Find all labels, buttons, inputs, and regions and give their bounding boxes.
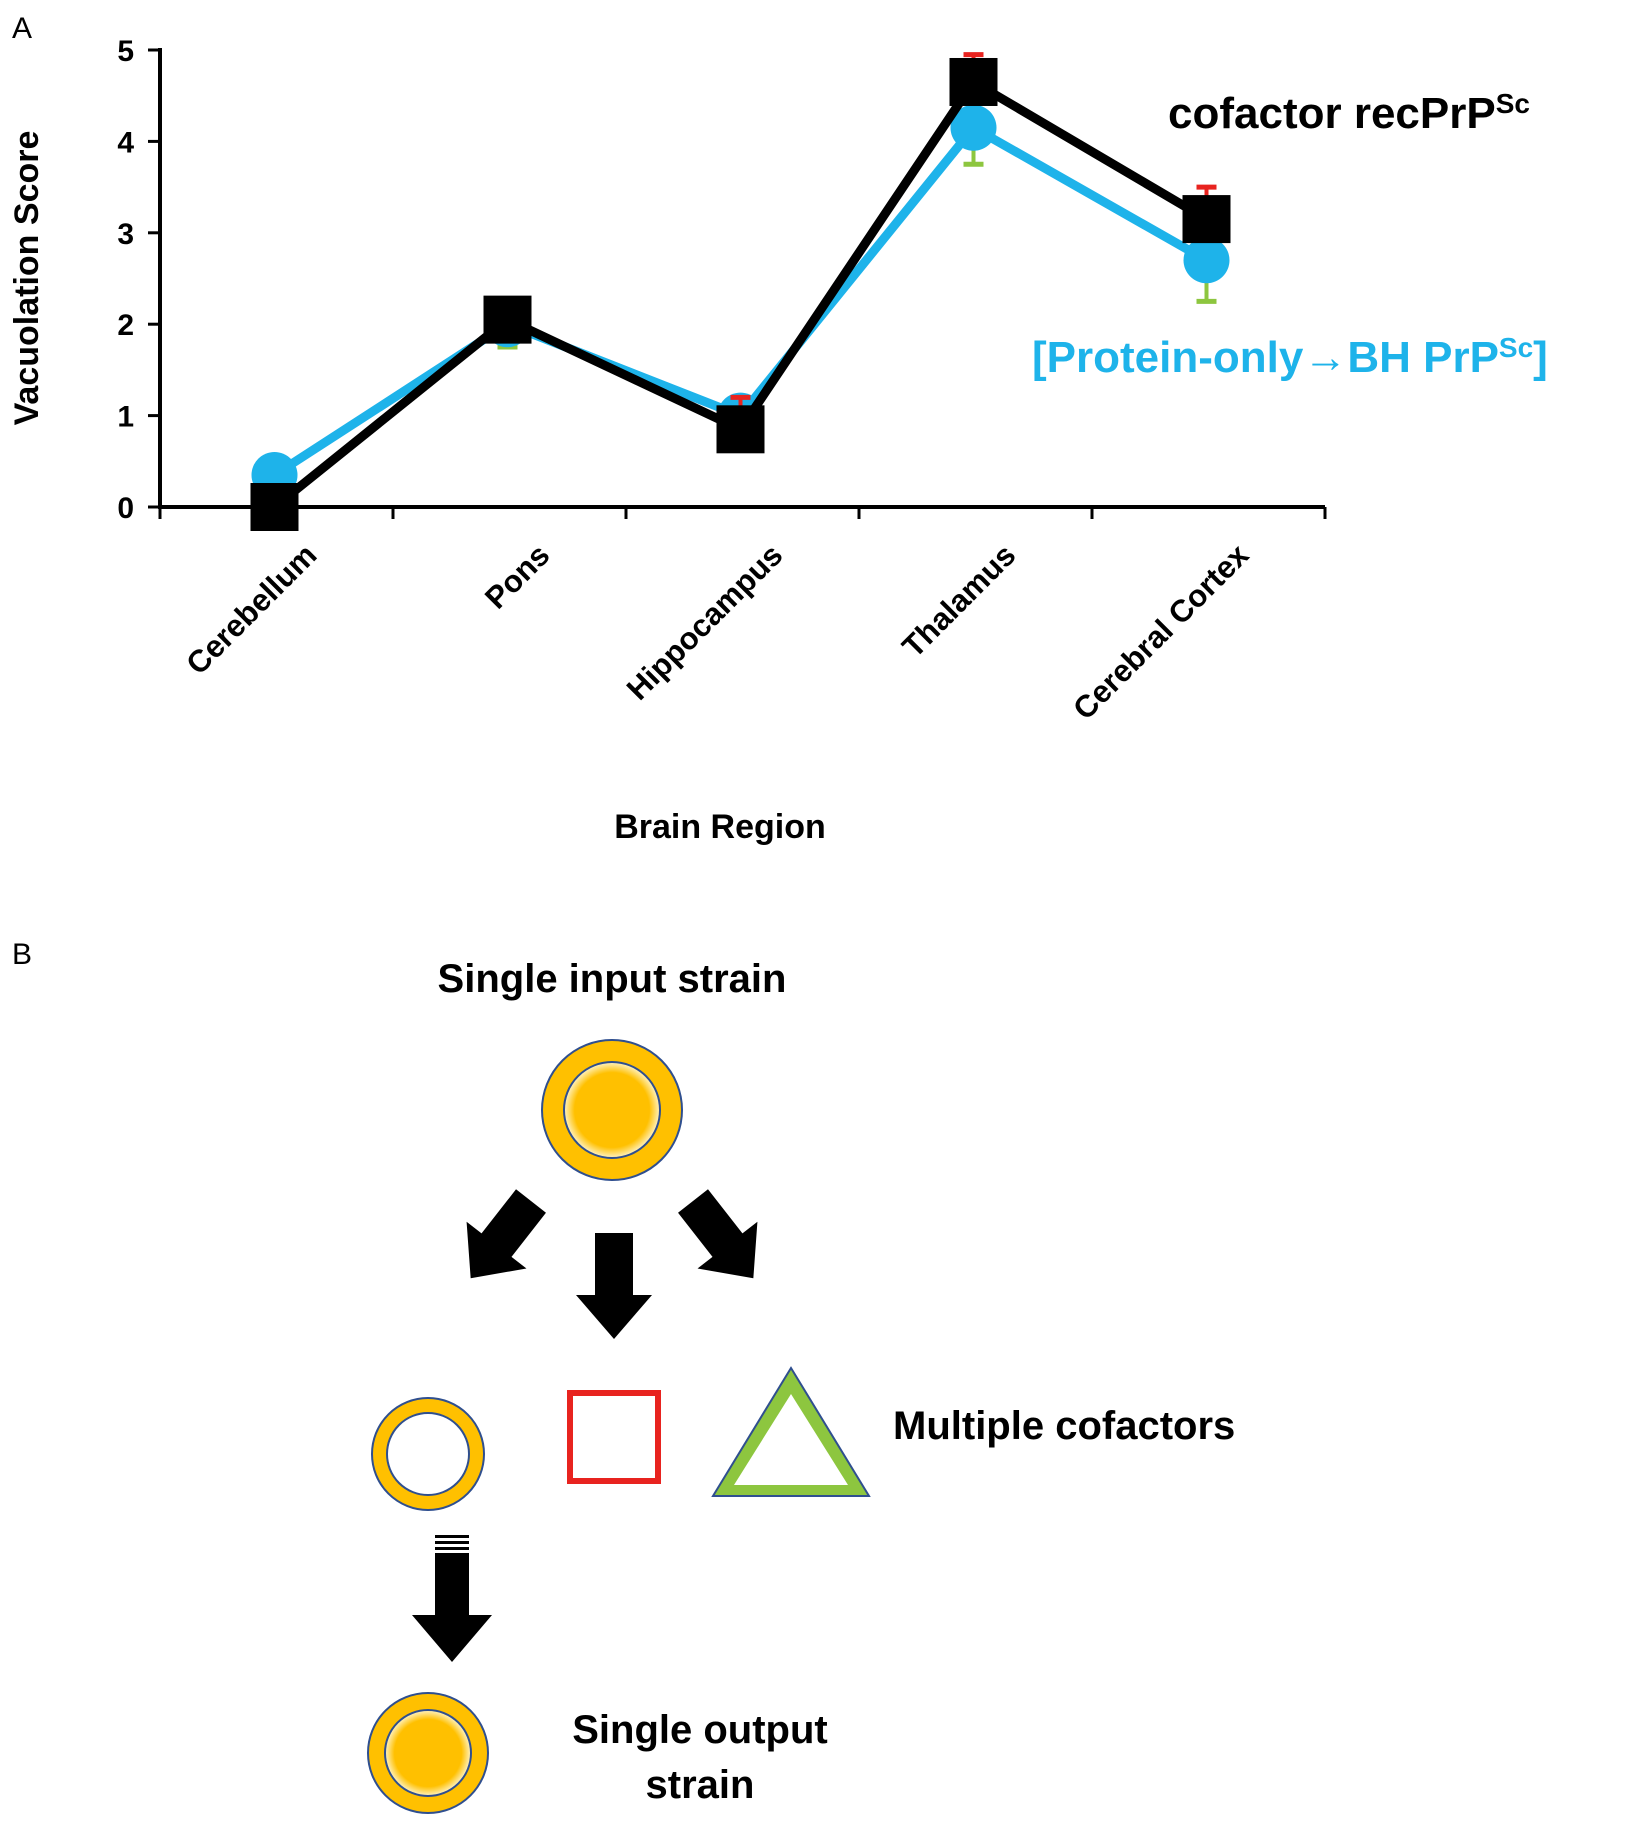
vacuolation-chart: A Vacuolation Score Brain Region 012345 …	[8, 12, 1548, 846]
series-layer	[250, 52, 1231, 531]
strain-diagram: B Single input strain Multiple cofactors	[12, 938, 1235, 1814]
y-axis-title: Vacuolation Score	[8, 131, 46, 426]
cofactor-triangle	[711, 1366, 871, 1497]
data-point	[1182, 195, 1231, 244]
arrow-down-icon	[576, 1233, 652, 1339]
data-point	[483, 295, 532, 344]
series-label-protein-only-tail: ]	[1533, 333, 1548, 382]
series-label-cofactor-sup: Sc	[1496, 88, 1530, 119]
panel-label-b: B	[12, 938, 32, 971]
series-1	[250, 52, 1231, 531]
input-strain	[541, 1039, 683, 1181]
single-input-title: Single input strain	[438, 957, 787, 1001]
series-label-protein-only-sup: Sc	[1499, 332, 1533, 363]
series-label-cofactor-base: cofactor recPrP	[1168, 89, 1496, 138]
data-point	[949, 57, 998, 106]
data-point	[950, 104, 997, 151]
chart-axes	[148, 48, 1327, 519]
y-tick-label: 0	[117, 492, 134, 525]
series-label-cofactor: cofactor recPrPSc	[1168, 88, 1530, 138]
x-category-label: Cerebellum	[179, 537, 323, 681]
y-tick-label: 1	[117, 401, 134, 434]
series-label-protein-only: [Protein-only→BH PrPSc]	[1032, 332, 1548, 382]
data-point	[250, 483, 299, 531]
arrow-output-icon	[412, 1535, 492, 1662]
y-tick-label: 3	[117, 218, 134, 251]
x-category-label: Hippocampus	[620, 537, 790, 707]
data-point	[1183, 237, 1230, 284]
y-tick-label: 2	[117, 309, 134, 342]
x-category-label: Cerebral Cortex	[1066, 537, 1256, 727]
y-tick-label: 5	[117, 35, 134, 68]
x-category-label: Pons	[478, 537, 556, 615]
x-axis-title: Brain Region	[614, 808, 826, 846]
x-category-label: Thalamus	[895, 537, 1022, 664]
panel-label-a: A	[12, 12, 32, 45]
single-output-label-line1: Single output	[572, 1708, 828, 1752]
y-tick-labels: 0 1 2 3 4 5	[117, 35, 134, 525]
series-label-protein-only-base: [Protein-only→BH PrP	[1032, 333, 1499, 382]
cofactor-ring	[371, 1397, 485, 1511]
single-output-label-line2: strain	[646, 1763, 755, 1807]
arrow-left-icon	[466, 1189, 546, 1279]
y-tick-label: 4	[117, 126, 134, 159]
data-point	[716, 405, 765, 454]
x-tick-labels: Cerebellum Pons Hippocampus Thalamus Cerebra…	[179, 537, 1256, 727]
arrow-right-icon	[678, 1189, 758, 1279]
cofactor-square	[567, 1390, 661, 1484]
output-strain	[367, 1692, 489, 1814]
multiple-cofactors-label: Multiple cofactors	[893, 1404, 1235, 1448]
